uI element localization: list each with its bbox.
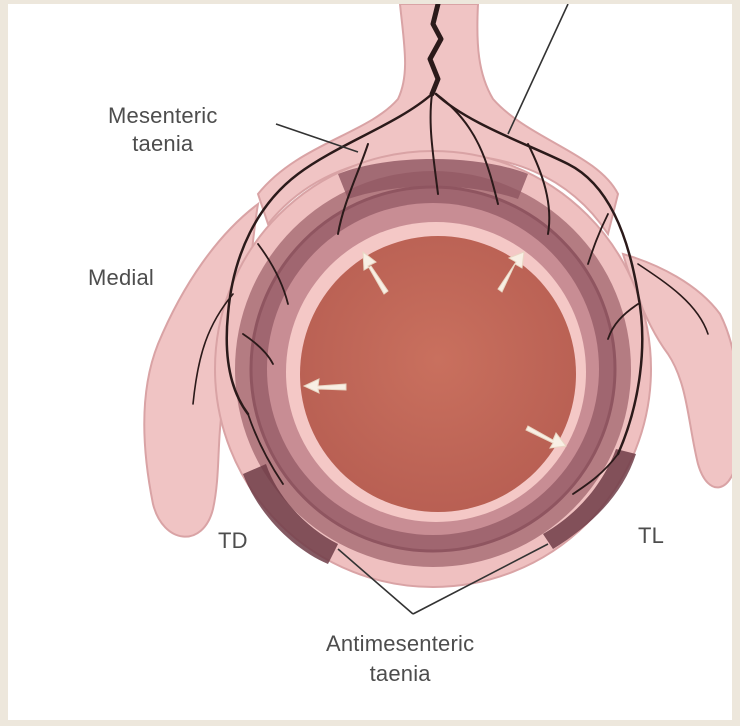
lumen: [300, 236, 576, 512]
label-mesenteric: Mesenteric: [108, 104, 218, 128]
label-td: TD: [218, 529, 248, 553]
label-antimesenteric-taenia-word: taenia: [326, 662, 474, 686]
label-mesenteric-taenia: Mesenteric taenia: [108, 104, 218, 156]
label-taenia: taenia: [108, 132, 218, 156]
label-tl: TL: [638, 524, 664, 548]
diagram-panel: Mesenteric taenia Medial TD TL Antimesen…: [8, 4, 732, 720]
label-antimesenteric: Antimesenteric: [326, 632, 474, 656]
label-antimesenteric-taenia: Antimesenteric taenia: [326, 632, 474, 686]
leader-top-right: [508, 4, 568, 134]
label-medial: Medial: [88, 266, 154, 290]
